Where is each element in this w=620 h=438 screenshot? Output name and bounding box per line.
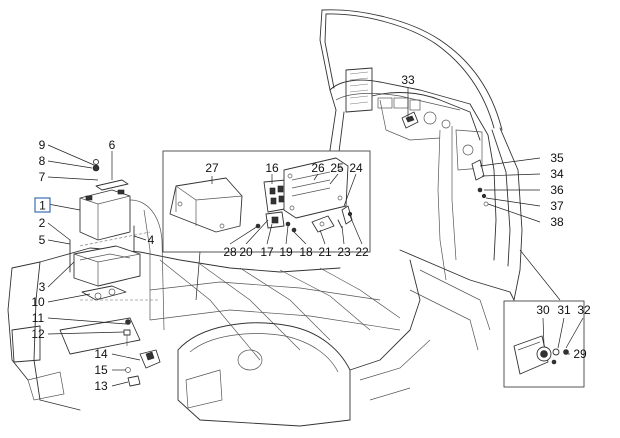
fuse-box-inset-panel	[162, 150, 371, 253]
callout-24: 24	[349, 161, 363, 175]
leader-lines	[47, 88, 584, 387]
callout-5: 5	[39, 233, 46, 247]
callout-20: 20	[239, 245, 253, 259]
callout-19: 19	[279, 245, 293, 259]
callout-16: 16	[265, 161, 279, 175]
callout-26: 26	[311, 161, 325, 175]
callout-15: 15	[94, 363, 108, 377]
callout-35: 35	[550, 151, 564, 165]
callout-25: 25	[330, 161, 344, 175]
callout-9: 9	[39, 138, 46, 152]
callout-6: 6	[109, 138, 116, 152]
callout-labels: 1 2 3 4 5 6 7 8 9 10 11 12 13 14 15 16 1…	[31, 73, 591, 393]
callout-32: 32	[577, 303, 591, 317]
callout-14: 14	[94, 347, 108, 361]
relay-assembly	[125, 349, 161, 387]
callout-33: 33	[401, 73, 415, 87]
callout-27: 27	[205, 161, 219, 175]
battery-assembly	[69, 159, 141, 346]
callout-29: 29	[573, 347, 587, 361]
callout-4: 4	[148, 233, 155, 247]
socket-inset-panel	[503, 300, 585, 388]
callout-36: 36	[550, 183, 564, 197]
callout-17: 17	[260, 245, 274, 259]
callout-8: 8	[39, 154, 46, 168]
callout-31: 31	[557, 303, 571, 317]
callout-30: 30	[536, 303, 550, 317]
callout-10: 10	[31, 295, 45, 309]
highlight-box	[34, 197, 51, 213]
callout-28: 28	[223, 245, 237, 259]
callout-3: 3	[39, 280, 46, 294]
callout-11: 11	[32, 311, 45, 325]
callout-13: 13	[94, 379, 108, 393]
callout-34: 34	[550, 167, 564, 181]
callout-2: 2	[39, 216, 46, 230]
callout-21: 21	[318, 245, 332, 259]
vehicle-body	[7, 9, 523, 427]
callout-7: 7	[39, 170, 46, 184]
callout-23: 23	[337, 245, 351, 259]
callout-22: 22	[355, 245, 369, 259]
callout-18: 18	[299, 245, 313, 259]
callout-37: 37	[550, 199, 564, 213]
callout-12: 12	[31, 327, 45, 341]
callout-38: 38	[550, 215, 564, 229]
callout-1: 1	[39, 199, 46, 213]
